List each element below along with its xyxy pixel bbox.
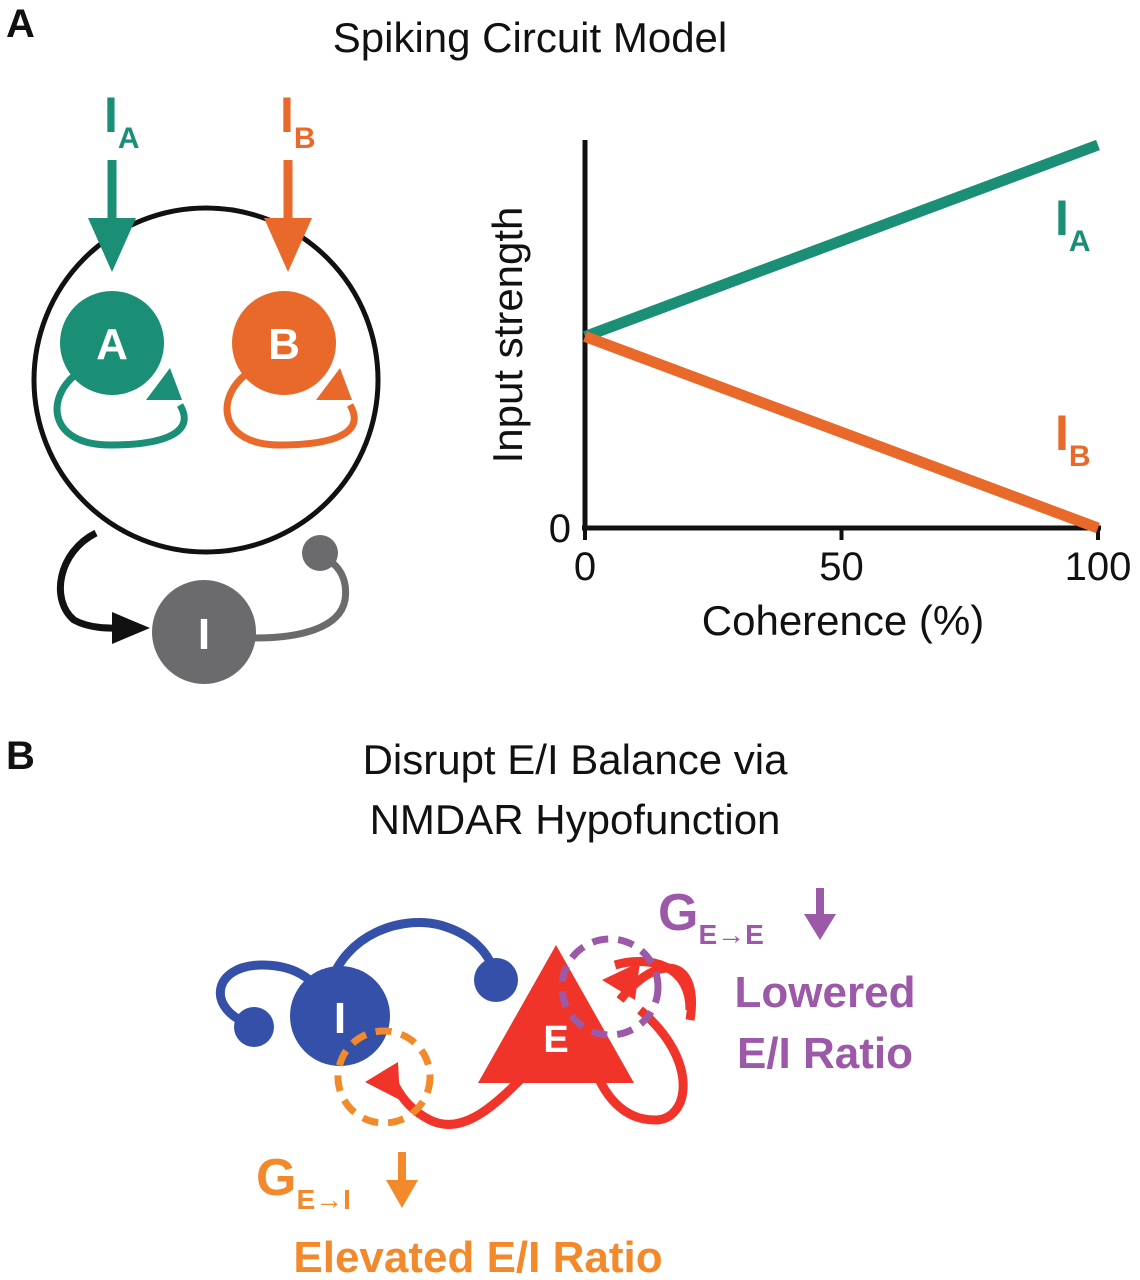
panel-a-letter: A	[6, 2, 35, 46]
inhibitory-population-a: I	[57, 529, 350, 684]
gee-down-arrow	[804, 888, 836, 940]
y-tick-label: 0	[549, 507, 571, 551]
inhibitory-to-excitatory-projection	[325, 918, 500, 987]
input-strength-chart: 0 50 100 0 IA IB Coherence (%) Input strengt…	[484, 139, 1132, 644]
series-label-IA: IA	[1055, 190, 1091, 258]
excitatory-self-projection	[613, 956, 695, 1011]
inhibitory-population-b	[290, 966, 390, 1066]
inhibitory-self-projection	[215, 960, 319, 1030]
series-line-IA	[583, 139, 1100, 342]
excitatory-population	[478, 945, 634, 1083]
panel-b-title-line2: NMDAR Hypofunction	[369, 796, 781, 843]
panel-b-letter: B	[6, 734, 35, 778]
population-b: B	[223, 291, 358, 449]
input-a-label: IA	[104, 87, 140, 155]
series-line-IB	[583, 331, 1100, 534]
x-tick-label: 100	[1065, 545, 1132, 589]
gee-label: GE→E	[658, 884, 764, 950]
x-axis-label: Coherence (%)	[702, 597, 984, 644]
lowered-label-line2: E/I Ratio	[737, 1029, 913, 1078]
circuit-diagram-a: IA IB A B I	[31, 87, 381, 684]
population-b-label: B	[268, 320, 300, 369]
elevated-label: Elevated E/I Ratio	[293, 1233, 662, 1280]
ee-synapse-highlight	[558, 935, 662, 1039]
circuit-diagram-b: I E GE→E Lowered E/I Ratio GE→I Elevated…	[215, 884, 916, 1280]
inhibitory-label-b: I	[334, 994, 346, 1043]
input-b-label: IB	[280, 87, 316, 155]
x-tick-label: 50	[819, 545, 864, 589]
lowered-label-line1: Lowered	[735, 968, 916, 1017]
gei-down-arrow	[386, 1152, 418, 1208]
gei-label: GE→I	[256, 1149, 351, 1215]
excitatory-label: E	[543, 1019, 568, 1061]
input-b-arrow	[264, 160, 312, 272]
network-boundary-circle	[31, 205, 381, 555]
population-a: A	[53, 291, 188, 449]
x-tick-label: 0	[574, 545, 596, 589]
panel-b-title-line1: Disrupt E/I Balance via	[362, 736, 788, 783]
panel-a-title: Spiking Circuit Model	[332, 14, 728, 61]
ei-synapse-highlight	[334, 1027, 434, 1127]
y-axis-label: Input strength	[484, 207, 531, 464]
input-a-arrow	[88, 160, 136, 272]
inhibitory-label-a: I	[198, 610, 210, 659]
excitatory-to-inhibitory-projection	[390, 1076, 524, 1129]
series-label-IB: IB	[1055, 405, 1091, 473]
population-a-label: A	[96, 320, 128, 369]
